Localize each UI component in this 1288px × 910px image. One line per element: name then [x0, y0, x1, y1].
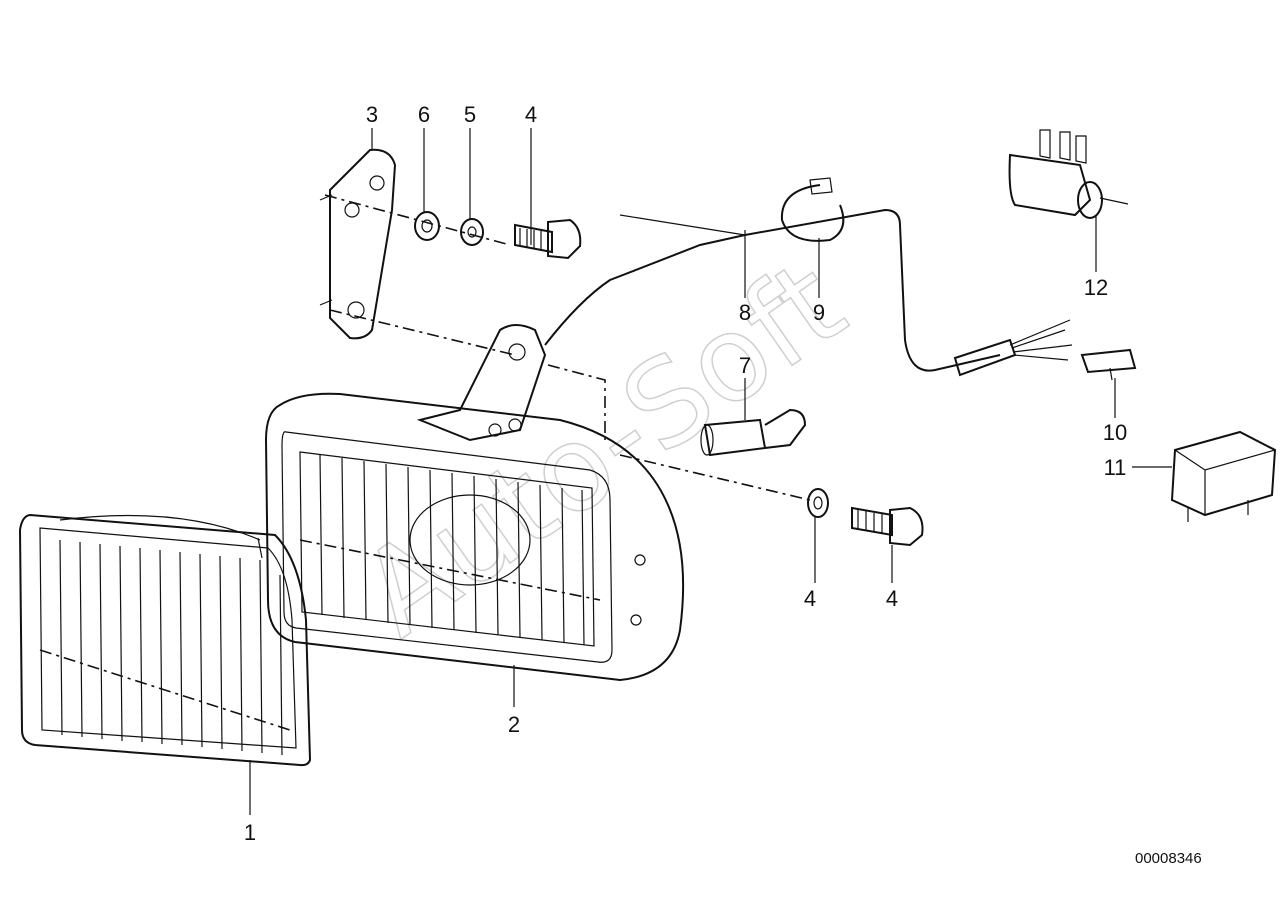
cable-part-9: [544, 208, 1073, 377]
callouts: 3 6 5 4 8 9 12 7 10 11 4 4 2 1: [244, 102, 1127, 845]
callout-1: 1: [244, 820, 256, 845]
switch-part-13: [1008, 129, 1129, 219]
callout-9: 8: [739, 300, 751, 325]
star-washer-part-5: [807, 488, 829, 518]
washer-part-7: [414, 211, 440, 241]
bulb-part-8: [700, 408, 807, 457]
connector-part-11: [1080, 348, 1137, 381]
callout-8: 7: [739, 353, 751, 378]
callout-12: 11: [1104, 455, 1127, 480]
lens-part-1: [18, 513, 312, 767]
relay-part-12: [1170, 430, 1277, 522]
callout-2: 2: [508, 712, 520, 737]
lock-washer-part-6: [460, 218, 484, 246]
callout-4-bottom: 4: [886, 586, 898, 611]
callout-6: 5: [464, 102, 476, 127]
callout-13: 12: [1084, 275, 1108, 300]
reference-number: 00008346: [1135, 850, 1202, 867]
clip-part-10: [780, 177, 845, 242]
housing-part-2: [264, 324, 685, 682]
callout-11: 10: [1103, 420, 1127, 445]
callout-4-top: 4: [525, 102, 537, 127]
callout-5: 4: [804, 586, 816, 611]
callout-10: 9: [813, 300, 825, 325]
lens-ribs: [59, 539, 283, 756]
callout-7: 6: [418, 102, 430, 127]
callout-3: 3: [366, 102, 378, 127]
housing-ribs: [319, 454, 585, 646]
bolt-part-4-bottom: [851, 506, 924, 547]
leader-lines: [249, 128, 1172, 815]
bolt-part-4-top: [514, 218, 582, 260]
